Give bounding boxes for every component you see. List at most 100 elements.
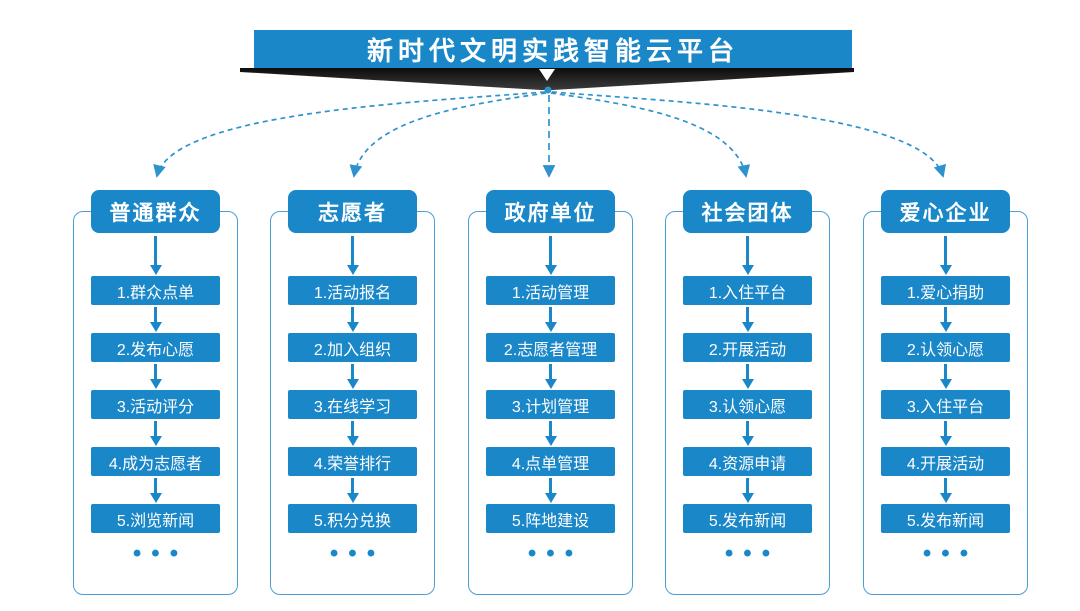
arrow-stem	[351, 478, 354, 493]
arrow-stem	[944, 364, 947, 379]
down-arrow-icon	[346, 307, 359, 332]
flow-step: 5.阵地建设	[486, 504, 615, 533]
flow-step: 2.开展活动	[683, 333, 812, 362]
flow-step: 2.认领心愿	[881, 333, 1010, 362]
arrow-head	[544, 322, 557, 332]
arrow-stem	[351, 236, 354, 265]
flow-step: 3.入住平台	[881, 390, 1010, 419]
column-government-units: 政府单位 1.活动管理 2.志愿者管理 3.计划管理 4.点单管理 5.阵地建设…	[468, 190, 633, 602]
arrow-stem	[746, 364, 749, 379]
down-arrow-icon	[939, 364, 952, 389]
column-header: 社会团体	[683, 190, 812, 233]
arrow-stem	[746, 421, 749, 436]
arrow-stem	[154, 236, 157, 265]
flow-step: 4.荣誉排行	[288, 447, 417, 476]
down-arrow-icon	[346, 364, 359, 389]
arrow-head	[939, 322, 952, 332]
column-header: 普通群众	[91, 190, 220, 233]
down-arrow-icon	[544, 364, 557, 389]
flow-step: 2.发布心愿	[91, 333, 220, 362]
fan-line-to-column-2	[349, 92, 547, 178]
arrow-head	[939, 379, 952, 389]
arrow-stem	[549, 364, 552, 379]
column-ordinary-public: 普通群众 1.群众点单 2.发布心愿 3.活动评分 4.成为志愿者 5.浏览新闻…	[73, 190, 238, 602]
arrow-head	[741, 493, 754, 503]
down-arrow-icon	[741, 236, 754, 275]
fan-line-to-column-1	[153, 91, 546, 178]
down-arrow-icon	[544, 421, 557, 446]
ellipsis-dots: •••	[724, 540, 781, 567]
flow-step: 1.活动管理	[486, 276, 615, 305]
flow-step: 5.浏览新闻	[91, 504, 220, 533]
flow-step: 3.计划管理	[486, 390, 615, 419]
down-arrow-icon	[939, 307, 952, 332]
arrow-stem	[944, 421, 947, 436]
down-arrow-icon	[741, 364, 754, 389]
flow-step: 5.发布新闻	[881, 504, 1010, 533]
down-arrow-icon	[939, 421, 952, 446]
down-arrow-icon	[346, 478, 359, 503]
arrow-head	[741, 322, 754, 332]
down-arrow-icon	[346, 236, 359, 275]
arrow-stem	[549, 421, 552, 436]
flow-step: 4.点单管理	[486, 447, 615, 476]
column-header: 爱心企业	[881, 190, 1010, 233]
arrow-head	[149, 265, 162, 275]
arrow-head	[149, 436, 162, 446]
down-arrow-icon	[741, 421, 754, 446]
column-volunteers: 志愿者 1.活动报名 2.加入组织 3.在线学习 4.荣誉排行 5.积分兑换 •…	[270, 190, 435, 602]
ellipsis-dots: •••	[132, 540, 189, 567]
column-social-organizations: 社会团体 1.入住平台 2.开展活动 3.认领心愿 4.资源申请 5.发布新闻 …	[665, 190, 830, 602]
down-arrow-icon	[149, 307, 162, 332]
flow-step: 3.在线学习	[288, 390, 417, 419]
flow-step: 3.认领心愿	[683, 390, 812, 419]
arrow-stem	[351, 421, 354, 436]
down-arrow-icon	[346, 421, 359, 446]
arrow-head	[346, 493, 359, 503]
arrow-stem	[944, 478, 947, 493]
down-arrow-icon	[741, 307, 754, 332]
down-arrow-icon	[939, 478, 952, 503]
arrow-stem	[746, 236, 749, 265]
arrow-head	[939, 493, 952, 503]
fan-line-to-column-5	[551, 91, 946, 178]
arrow-head	[149, 493, 162, 503]
flow-step: 4.资源申请	[683, 447, 812, 476]
down-arrow-icon	[149, 421, 162, 446]
fan-line-to-column-4	[550, 92, 751, 178]
arrow-stem	[351, 364, 354, 379]
flow-step: 1.群众点单	[91, 276, 220, 305]
flow-step: 4.成为志愿者	[91, 447, 220, 476]
arrow-stem	[154, 478, 157, 493]
arrow-head	[741, 436, 754, 446]
column-header: 志愿者	[288, 190, 417, 233]
arrow-head	[939, 265, 952, 275]
arrow-head	[939, 436, 952, 446]
arrow-head	[346, 379, 359, 389]
arrow-head	[544, 436, 557, 446]
arrow-stem	[746, 307, 749, 322]
flow-step: 4.开展活动	[881, 447, 1010, 476]
down-arrow-icon	[149, 236, 162, 275]
down-arrow-icon	[939, 236, 952, 275]
down-arrow-icon	[544, 236, 557, 275]
column-caring-enterprises: 爱心企业 1.爱心捐助 2.认领心愿 3.入住平台 4.开展活动 5.发布新闻 …	[863, 190, 1028, 602]
arrow-stem	[549, 307, 552, 322]
arrow-head	[544, 493, 557, 503]
flow-step: 3.活动评分	[91, 390, 220, 419]
arrow-stem	[549, 478, 552, 493]
ellipsis-dots: •••	[527, 540, 584, 567]
down-arrow-icon	[544, 307, 557, 332]
arrow-stem	[549, 236, 552, 265]
platform-title-banner: 新时代文明实践智能云平台	[254, 30, 852, 69]
arrow-stem	[154, 421, 157, 436]
arrow-head	[149, 322, 162, 332]
down-arrow-icon	[741, 478, 754, 503]
arrow-head	[741, 379, 754, 389]
flow-step: 2.志愿者管理	[486, 333, 615, 362]
down-arrow-icon	[544, 478, 557, 503]
flow-step: 2.加入组织	[288, 333, 417, 362]
arrow-stem	[154, 364, 157, 379]
arrow-head	[346, 322, 359, 332]
